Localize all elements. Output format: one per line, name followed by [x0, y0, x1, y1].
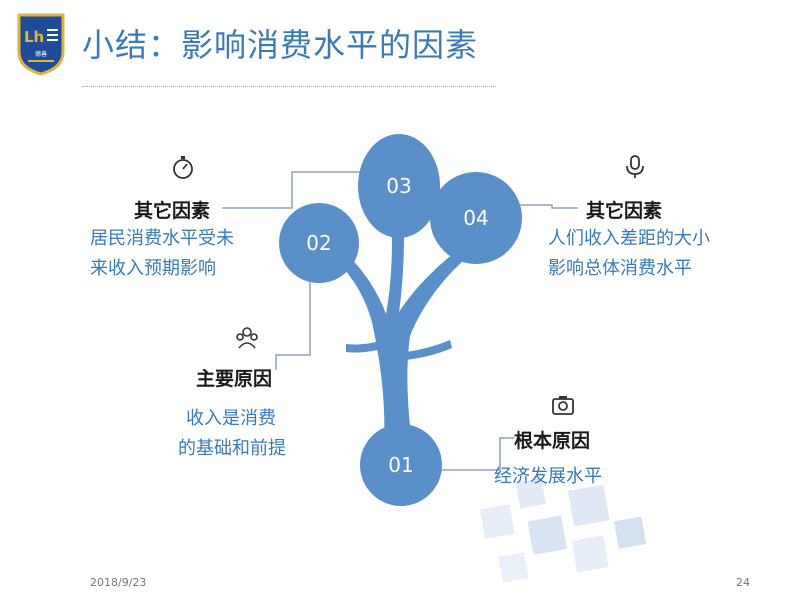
node-04-desc: 人们收入差距的大小 影响总体消费水平	[548, 224, 710, 284]
microphone-icon	[626, 155, 644, 178]
node-04-heading: 其它因素	[586, 200, 663, 222]
school-logo: Lh 德善	[17, 13, 65, 76]
node-01-desc-line-1: 经济发展水平	[494, 466, 602, 487]
node-02-desc: 收入是消费 的基础和前提	[178, 404, 286, 464]
node-01-heading: 根本原因	[514, 430, 591, 452]
decorative-squares	[479, 478, 647, 583]
footer-date: 2018/9/23	[90, 576, 147, 589]
node-03-desc: 居民消费水平受未 来收入预期影响	[90, 224, 234, 284]
node-04-desc-line-1: 人们收入差距的大小	[548, 228, 710, 249]
node-02-desc-line-2: 的基础和前提	[178, 438, 286, 459]
connector-04	[516, 204, 578, 209]
node-02-heading: 主要原因	[196, 368, 273, 390]
logo-mark: Lh	[24, 28, 44, 46]
node-03-desc-line-1: 居民消费水平受未	[90, 228, 234, 249]
tree-branch-small-left	[346, 336, 396, 353]
node-circle-02: 02	[279, 203, 359, 283]
node-01-desc: 经济发展水平	[494, 462, 602, 492]
title-divider	[82, 86, 496, 87]
stopwatch-icon	[173, 156, 193, 179]
node-02-desc-line-1: 收入是消费	[186, 408, 276, 429]
connector-02	[275, 267, 311, 370]
tree-branch-small-right	[406, 340, 452, 360]
node-04-desc-line-2: 影响总体消费水平	[548, 258, 692, 279]
logo-small-text: 德善	[35, 50, 47, 58]
people-group-icon	[236, 327, 258, 349]
connector-03	[222, 171, 374, 209]
node-03-desc-line-2: 来收入预期影响	[90, 258, 216, 279]
node-circle-04: 04	[430, 172, 522, 264]
camera-icon	[552, 396, 574, 415]
connector-01	[440, 437, 514, 471]
footer-page-number: 24	[736, 576, 750, 589]
page-title: 小结：影响消费水平的因素	[82, 26, 479, 64]
node-circle-03: 03	[358, 134, 440, 238]
node-03-heading: 其它因素	[134, 200, 211, 222]
node-circle-01: 01	[360, 424, 442, 506]
